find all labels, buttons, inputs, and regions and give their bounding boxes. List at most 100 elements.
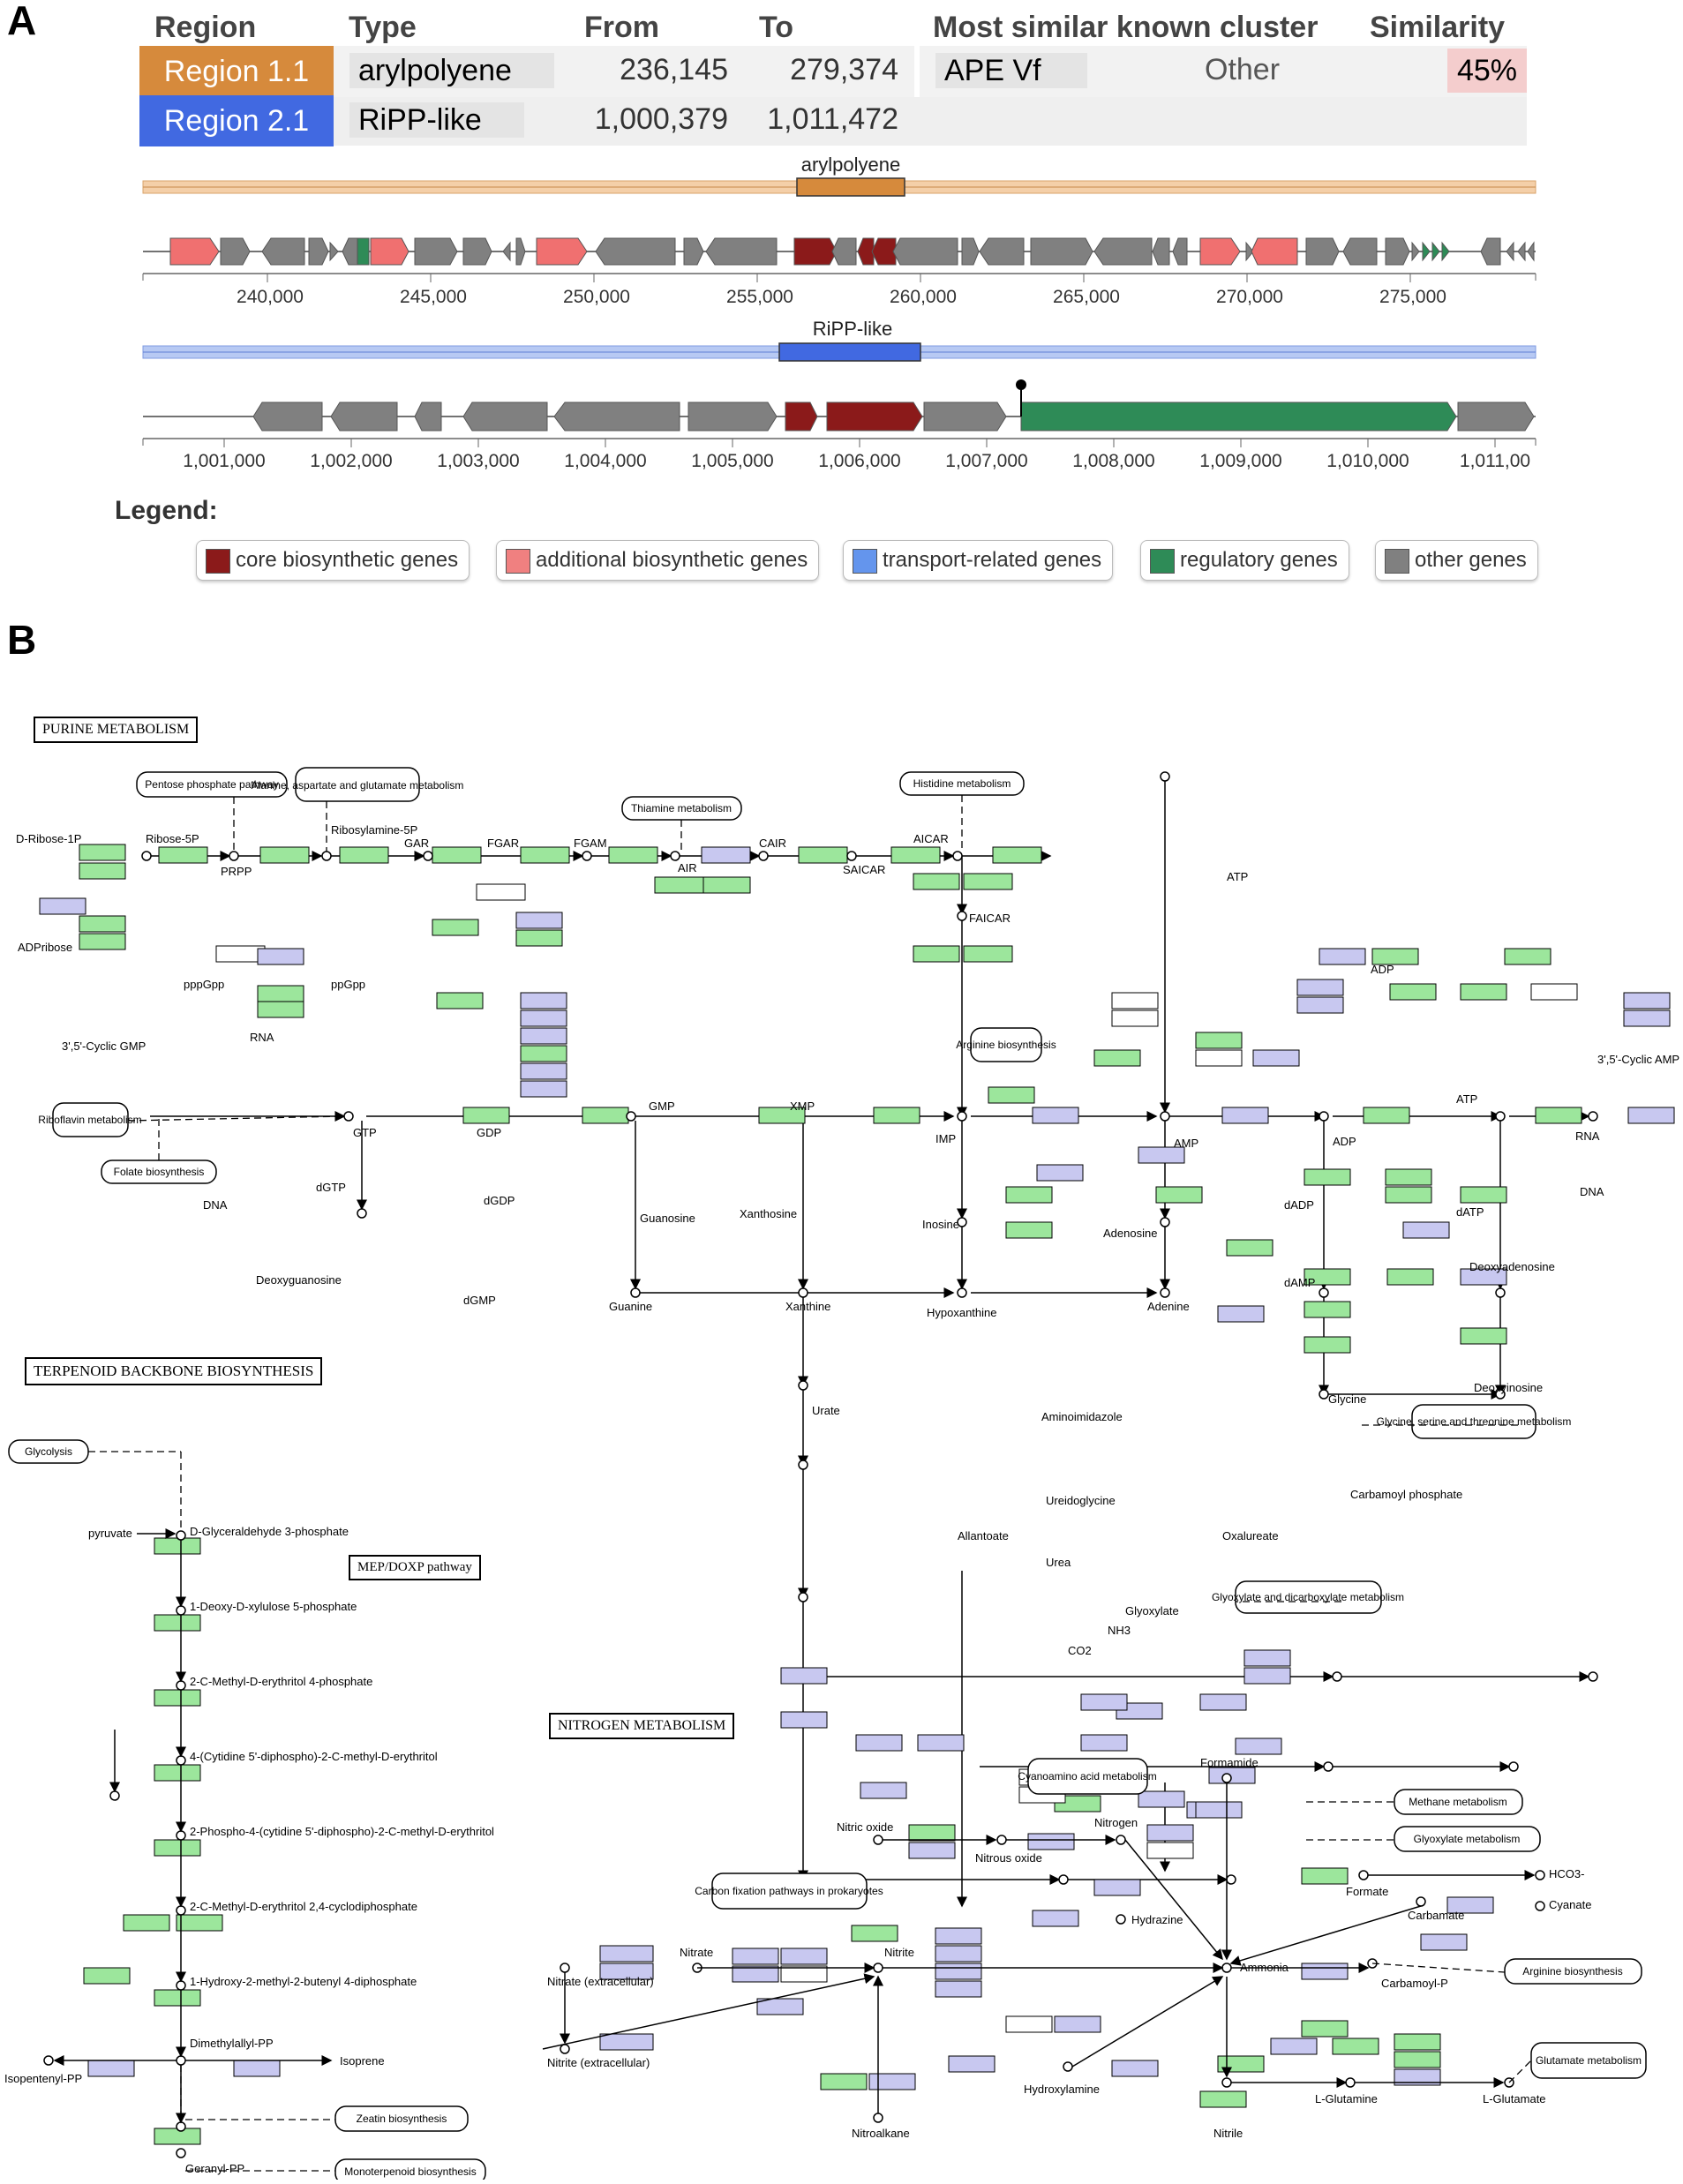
pathway-ref-alanine: Alanine, aspartate and glutamate metabol… (252, 779, 464, 792)
label-nitrate-ex: Nitrate (extracellular) (547, 1975, 654, 1988)
legend-other[interactable]: other genes (1375, 540, 1538, 581)
track-1-tick: 275,000 (1379, 287, 1446, 307)
pathway-ref-riboflavin: Riboflavin metabolism (38, 1114, 141, 1126)
label-gpp: Geranyl-PP (185, 2162, 244, 2175)
pathway-ref-glyoxylate: Glyoxylate metabolism (1414, 1833, 1521, 1845)
label-ribosylamine: Ribosylamine-5P (331, 823, 417, 837)
pathway-ref-monoterpenoid: Monoterpenoid biosynthesis (344, 2165, 476, 2178)
label-nitrile: Nitrile (1213, 2127, 1243, 2140)
pathway-ref-arginine: Arginine biosynthesis (956, 1039, 1056, 1051)
legend-label: core biosynthetic genes (236, 548, 459, 572)
label-fgam: FGAM (574, 837, 607, 850)
legend-swatch (853, 548, 877, 574)
label-dna-right: DNA (1580, 1185, 1604, 1198)
label-isoprene: Isoprene (340, 2054, 385, 2068)
label-gar: GAR (404, 837, 429, 850)
label-glyoxylate: Glyoxylate (1125, 1604, 1179, 1617)
region-2-1-button[interactable]: Region 2.1 (139, 95, 334, 146)
label-inosine: Inosine (922, 1218, 959, 1231)
track-2-tick: 1,010,000 (1326, 451, 1409, 471)
label-nitric-oxide: Nitric oxide (837, 1820, 893, 1834)
label-nh3: NH3 (1108, 1624, 1131, 1637)
label-hydroxylamine: Hydroxylamine (1024, 2083, 1100, 2096)
label-carbamate: Carbamate (1408, 1909, 1464, 1922)
region-1-1-cluster[interactable]: APE Vf (935, 53, 1087, 88)
legend-swatch (506, 548, 530, 574)
track-1-axis (142, 274, 1536, 282)
pathway-ref-glycolysis: Glycolysis (25, 1445, 72, 1458)
label-allantoate: Allantoate (958, 1529, 1009, 1542)
region-1-1-type: arylpolyene (349, 53, 554, 88)
label-rna-left: RNA (250, 1031, 274, 1044)
terpenoid-backbone-title: TERPENOID BACKBONE BIOSYNTHESIS (25, 1357, 323, 1385)
label-cgmp: 3',5'-Cyclic GMP (62, 1039, 146, 1053)
header-cluster: Most similar known cluster (933, 11, 1319, 44)
label-guanosine: Guanosine (640, 1212, 695, 1225)
label-gtp: GTP (353, 1126, 377, 1139)
arylpolyene-label: arylpolyene (801, 154, 901, 176)
track-1-tick: 265,000 (1053, 287, 1120, 307)
label-gdp: GDP (477, 1126, 501, 1139)
label-xanthosine: Xanthosine (740, 1207, 797, 1220)
track-2-tick: 1,003,000 (437, 451, 519, 471)
label-ipp: Isopentenyl-PP (4, 2072, 82, 2085)
region-1-1-to: 279,374 (790, 53, 898, 86)
label-g3p: D-Glyceraldehyde 3-phosphate (190, 1525, 349, 1538)
label-deoxyguanosine: Deoxyguanosine (256, 1273, 342, 1287)
pathway-ref-histidine: Histidine metabolism (913, 777, 1011, 790)
pathway-ref-glutamate: Glutamate metabolism (1536, 2054, 1642, 2067)
label-gmp: GMP (649, 1100, 675, 1113)
mep-doxp-title: MEP/DOXP pathway (349, 1555, 481, 1580)
legend-swatch (206, 548, 230, 574)
compound-nodes (43, 771, 1598, 2158)
label-glycine: Glycine (1328, 1392, 1366, 1406)
label-ppgpp: ppGpp (331, 978, 365, 991)
pathway-ref-boxes (8, 767, 1647, 2180)
legend-label: transport-related genes (883, 548, 1102, 572)
label-atp: ATP (1456, 1092, 1477, 1106)
label-adp-top: ADP (1371, 963, 1394, 976)
ripp-core-pin-head (1016, 379, 1026, 390)
label-aminoimidazole: Aminoimidazole (1041, 1410, 1123, 1423)
label-adp: ADP (1333, 1135, 1356, 1148)
label-fgar: FGAR (487, 837, 519, 850)
label-hco3: HCO3- (1549, 1867, 1584, 1880)
track-1-tick: 270,000 (1216, 287, 1283, 307)
label-carbamoyl-p: Carbamoyl phosphate (1350, 1488, 1462, 1501)
label-saicar: SAICAR (843, 863, 885, 876)
track-1-tick: 260,000 (890, 287, 957, 307)
label-nitrate: Nitrate (680, 1946, 713, 1959)
region-1-1-cluster-type: Other (1205, 53, 1281, 86)
track-2-tick: 1,004,000 (564, 451, 646, 471)
label-xmp: XMP (790, 1100, 815, 1113)
pathway-ref-carbon-fixation: Carbon fixation pathways in prokaryotes (695, 1885, 883, 1897)
legend-regulatory[interactable]: regulatory genes (1140, 540, 1349, 581)
region-2-1-from: 1,000,379 (594, 102, 728, 136)
legend-core-biosynthetic[interactable]: core biosynthetic genes (196, 540, 470, 581)
label-adenosine: Adenosine (1103, 1227, 1157, 1240)
track-2-genes (252, 402, 1535, 432)
label-co2: CO2 (1068, 1644, 1092, 1657)
label-l-glutamate: L-Glutamate (1483, 2092, 1546, 2105)
label-d-ribose: D-Ribose-1P (16, 832, 81, 845)
label-dgtp: dGTP (316, 1181, 346, 1194)
track-1-tick: 240,000 (237, 287, 304, 307)
legend-label: regulatory genes (1180, 548, 1338, 572)
region-1-1-button[interactable]: Region 1.1 (139, 46, 334, 97)
label-ammonia: Ammonia (1240, 1961, 1289, 1974)
compound-labels: D-Ribose-1P Ribose-5P PRPP Ribosylamine-… (4, 823, 1679, 2175)
purine-metabolism-title: PURINE METABOLISM (34, 717, 199, 743)
label-hypoxanthine: Hypoxanthine (927, 1306, 997, 1319)
label-oxalureate: Oxalureate (1222, 1529, 1279, 1542)
label-nitroalkane: Nitroalkane (852, 2127, 910, 2140)
track-2-tick: 1,009,000 (1199, 451, 1281, 471)
label-datp: dATP (1456, 1205, 1484, 1219)
legend-additional-biosynthetic[interactable]: additional biosynthetic genes (496, 540, 820, 581)
legend-transport-related[interactable]: transport-related genes (843, 540, 1114, 581)
label-faicar: FAICAR (969, 912, 1011, 925)
legend-swatch (1385, 548, 1409, 574)
header-type: Type (349, 11, 417, 44)
arylpolyene-marker[interactable] (796, 177, 905, 197)
ripp-like-marker[interactable] (778, 342, 921, 362)
label-deoxyadenosine: Deoxyadenosine (1469, 1260, 1555, 1273)
